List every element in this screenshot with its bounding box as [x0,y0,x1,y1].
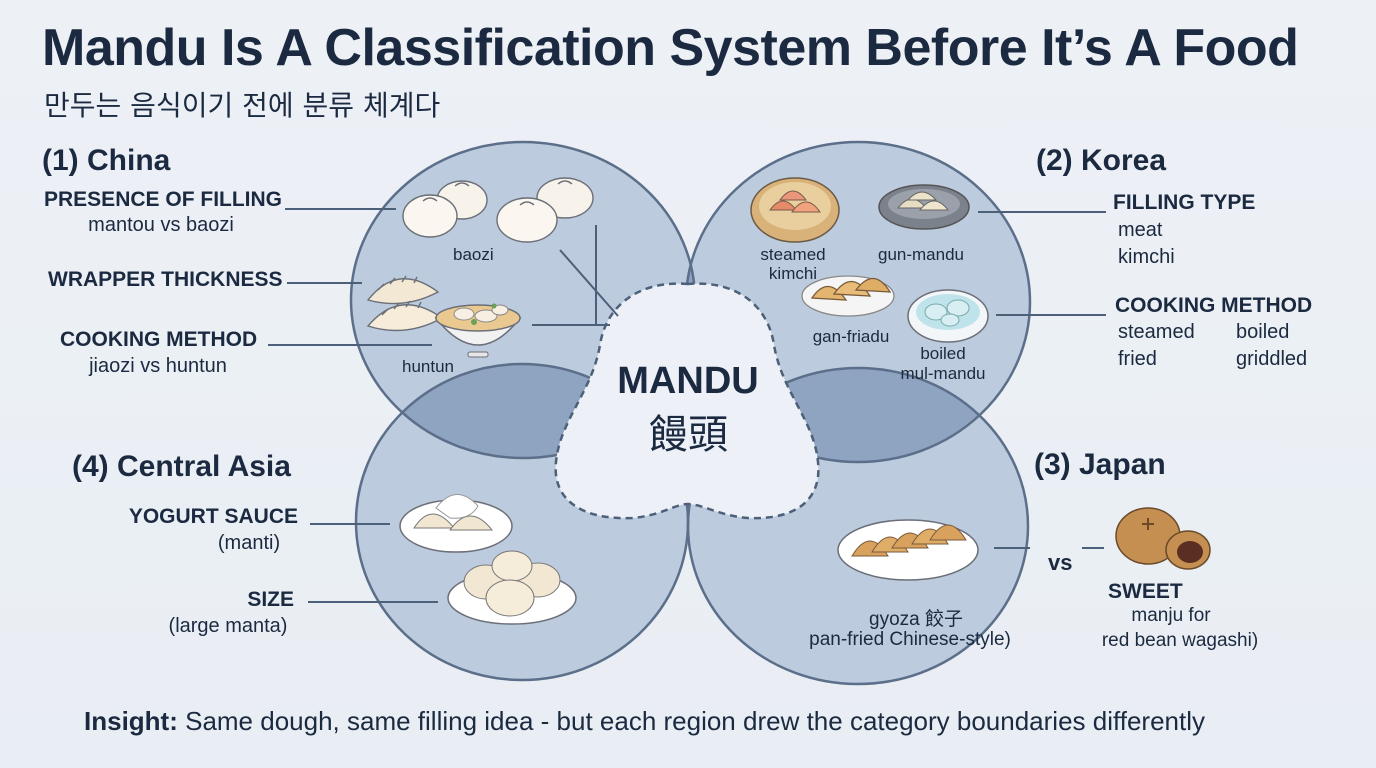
gyoza-plate [837,519,979,581]
korea-label-filling: FILLING TYPE [1113,191,1256,214]
korea-cooking-griddled: griddled [1236,348,1308,370]
center-label-mandu: MANDU [617,360,759,402]
korea-illustrations [750,177,989,343]
china-detail-filling: mantou vs baozi [88,214,234,236]
huntun-bowl-illustration [434,303,522,358]
japan-illustrations [837,507,1211,581]
caption-mul-mandu: mul-mandu [900,364,986,383]
gun-mandu-plate [878,184,970,230]
region-title-korea: (2) Korea [1036,144,1167,177]
china-detail-cooking: jiaozi vs huntun [89,355,227,377]
japan-sweet-detail-1: manju for [1131,605,1211,626]
caption-gun-mandu: gun-mandu [877,245,965,264]
central-asia-detail-size: (large manta) [168,615,288,637]
caption-kimchi: kimchi [768,264,818,283]
central-asia-detail-yogurt: (manti) [217,532,281,554]
manju-illustration [1115,507,1211,570]
china-label-cooking: COOKING METHOD [60,328,258,351]
mandu-center-shape [554,282,820,520]
china-illustrations [366,177,594,358]
mul-mandu-bowl [907,289,989,343]
gan-fried-mandu [801,275,895,317]
central-asia-illustrations [399,494,577,625]
vs-label: vs [1048,550,1073,575]
korea-filling-meat: meat [1118,219,1163,241]
korea-filling-kimchi: kimchi [1118,246,1175,268]
caption-boiled: boiled [920,344,966,363]
manta-plate [447,550,577,625]
central-asia-label-size: SIZE [247,588,294,611]
korea-cooking-boiled: boiled [1236,321,1290,343]
manti-yogurt-plate [399,494,513,553]
china-label-filling: PRESENCE OF FILLING [44,188,283,211]
central-asia-label-yogurt: YOGURT SAUCE [128,505,298,528]
insight-line: Insight: Same dough, same filling idea -… [84,706,1205,737]
china-label-wrapper: WRAPPER THICKNESS [48,268,283,291]
caption-gyoza: gyoza 餃子 [869,609,963,630]
caption-gan-friadu: gan-friadu [812,327,890,346]
korea-cooking-fried: fried [1118,348,1157,370]
page-subtitle-korean: 만두는 음식이기 전에 분류 체계다 [44,89,441,122]
center-label-hanja: 饅頭 [648,412,728,458]
caption-baozi: baozi [453,245,494,264]
jiaozi-illustration [366,275,444,332]
baozi-illustration [402,177,594,243]
japan-sweet-detail-2: red bean wagashi) [1101,630,1259,651]
page-title: Mandu Is A Classification System Before … [42,19,1299,77]
region-title-japan: (3) Japan [1034,448,1166,481]
steamed-kimchi-basket [750,177,840,243]
insight-text: Same dough, same filling idea - but each… [177,706,1206,736]
japan-label-sweet: SWEET [1108,580,1183,603]
korea-label-cooking: COOKING METHOD [1115,294,1313,317]
leader-lines [268,208,1106,603]
insight-prefix: Insight: [84,706,178,736]
caption-gyoza-detail: pan-fried Chinese-style) [809,629,1011,650]
caption-huntun: huntun [402,357,454,376]
region-title-china: (1) China [42,144,171,177]
region-title-central-asia: (4) Central Asia [72,450,291,483]
korea-cooking-steamed: steamed [1118,321,1195,343]
caption-steamed: steamed [760,245,826,264]
